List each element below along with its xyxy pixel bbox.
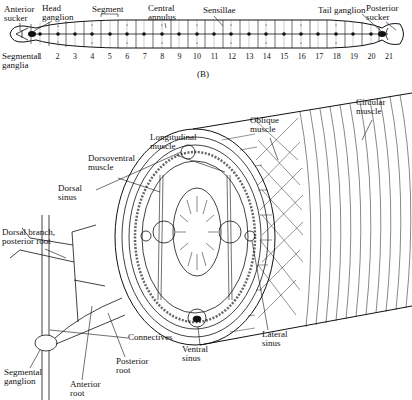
oblique-layer xyxy=(129,145,261,329)
ganglia xyxy=(28,31,386,37)
leader-lines xyxy=(20,14,396,31)
ganglion xyxy=(316,32,320,36)
segmental-ganglion xyxy=(35,335,57,351)
ganglion xyxy=(177,32,181,36)
lateral-sinus xyxy=(141,231,151,241)
oblique-muscle-fibres xyxy=(255,118,303,318)
anterior-sucker xyxy=(16,28,28,40)
callout-number: 4 xyxy=(85,52,99,61)
ganglion xyxy=(73,32,77,36)
callout-number: 15 xyxy=(277,52,291,61)
part-label: Circular muscle xyxy=(356,98,398,116)
part-label: Anterior root xyxy=(70,380,110,398)
callout-number: 7 xyxy=(138,52,152,61)
ganglion xyxy=(125,32,129,36)
callout-number: 6 xyxy=(120,52,134,61)
callout-number: 19 xyxy=(347,52,361,61)
part-label: (B) xyxy=(197,70,217,79)
longitudinal-muscle-fibres xyxy=(222,134,272,332)
callout-number: 8 xyxy=(155,52,169,61)
callout-number: 9 xyxy=(173,52,187,61)
part-label: Connectives xyxy=(128,333,184,342)
callout-number: 17 xyxy=(312,52,326,61)
ganglion xyxy=(351,32,355,36)
lateral-sinus xyxy=(245,231,255,241)
callout-number: 16 xyxy=(295,52,309,61)
body-section xyxy=(115,93,412,345)
part-label: Head ganglion xyxy=(42,4,82,22)
inner-wall xyxy=(142,161,248,313)
callout-number: 13 xyxy=(242,52,256,61)
segmental-nerve xyxy=(10,120,372,400)
longitudinal-layer xyxy=(135,152,255,322)
part-label: Longitudinal muscle xyxy=(150,133,206,151)
part-label: Dorsal sinus xyxy=(58,184,94,202)
circular-layer xyxy=(122,137,268,337)
part-label: Posterior root xyxy=(116,357,160,375)
ganglion xyxy=(282,32,286,36)
callout-number: 3 xyxy=(68,52,82,61)
part-label: Segmental ganglion xyxy=(4,368,52,386)
part-label: Dorsoventral muscle xyxy=(88,154,146,172)
ganglion xyxy=(264,32,268,36)
callout-number: 1 xyxy=(33,52,47,61)
ganglion xyxy=(56,32,60,36)
callout-number: 14 xyxy=(260,52,274,61)
ganglion xyxy=(142,32,146,36)
callout-number: 21 xyxy=(382,52,396,61)
dorsal-sinus xyxy=(181,145,195,159)
callout-number: 11 xyxy=(208,52,222,61)
body-outline xyxy=(10,20,404,48)
body-surface xyxy=(193,93,412,345)
ganglion xyxy=(369,32,373,36)
gut-folds xyxy=(176,196,218,270)
part-label: Posterior sucker xyxy=(366,4,408,22)
leader-lines xyxy=(30,120,372,380)
ganglion xyxy=(247,32,251,36)
nerve-cord xyxy=(193,316,201,322)
callout-number: 10 xyxy=(190,52,204,61)
sensillae xyxy=(58,25,336,43)
part-label: Ventral sinus xyxy=(182,345,220,363)
part-label: Lateral sinus xyxy=(262,330,298,348)
ganglion xyxy=(108,32,112,36)
tail-ganglion xyxy=(378,31,386,37)
crop-caecum xyxy=(219,221,241,243)
ganglion xyxy=(229,32,233,36)
crop-caecum xyxy=(153,221,175,243)
part-label: Segment xyxy=(92,5,132,14)
ganglion xyxy=(299,32,303,36)
callout-number: 12 xyxy=(225,52,239,61)
callout-number: 20 xyxy=(365,52,379,61)
part-label: Dorsal branch, posterior root xyxy=(2,228,68,246)
ventral-sinus xyxy=(188,309,206,327)
circular-muscle-bands xyxy=(300,95,411,327)
ganglion xyxy=(334,32,338,36)
ganglion xyxy=(160,32,164,36)
callout-number: 2 xyxy=(50,52,64,61)
ganglion xyxy=(90,32,94,36)
ganglion xyxy=(195,32,199,36)
ganglion xyxy=(38,32,42,36)
part-label: Oblique muscle xyxy=(250,116,290,134)
part-label: Sensillae xyxy=(203,6,247,15)
callout-number: 18 xyxy=(330,52,344,61)
gut xyxy=(173,188,221,276)
ganglion xyxy=(212,32,216,36)
head-ganglion xyxy=(28,31,36,37)
part-label: Anterior sucker xyxy=(4,5,46,23)
callout-number: 5 xyxy=(103,52,117,61)
part-label: Central annulus xyxy=(148,4,186,22)
